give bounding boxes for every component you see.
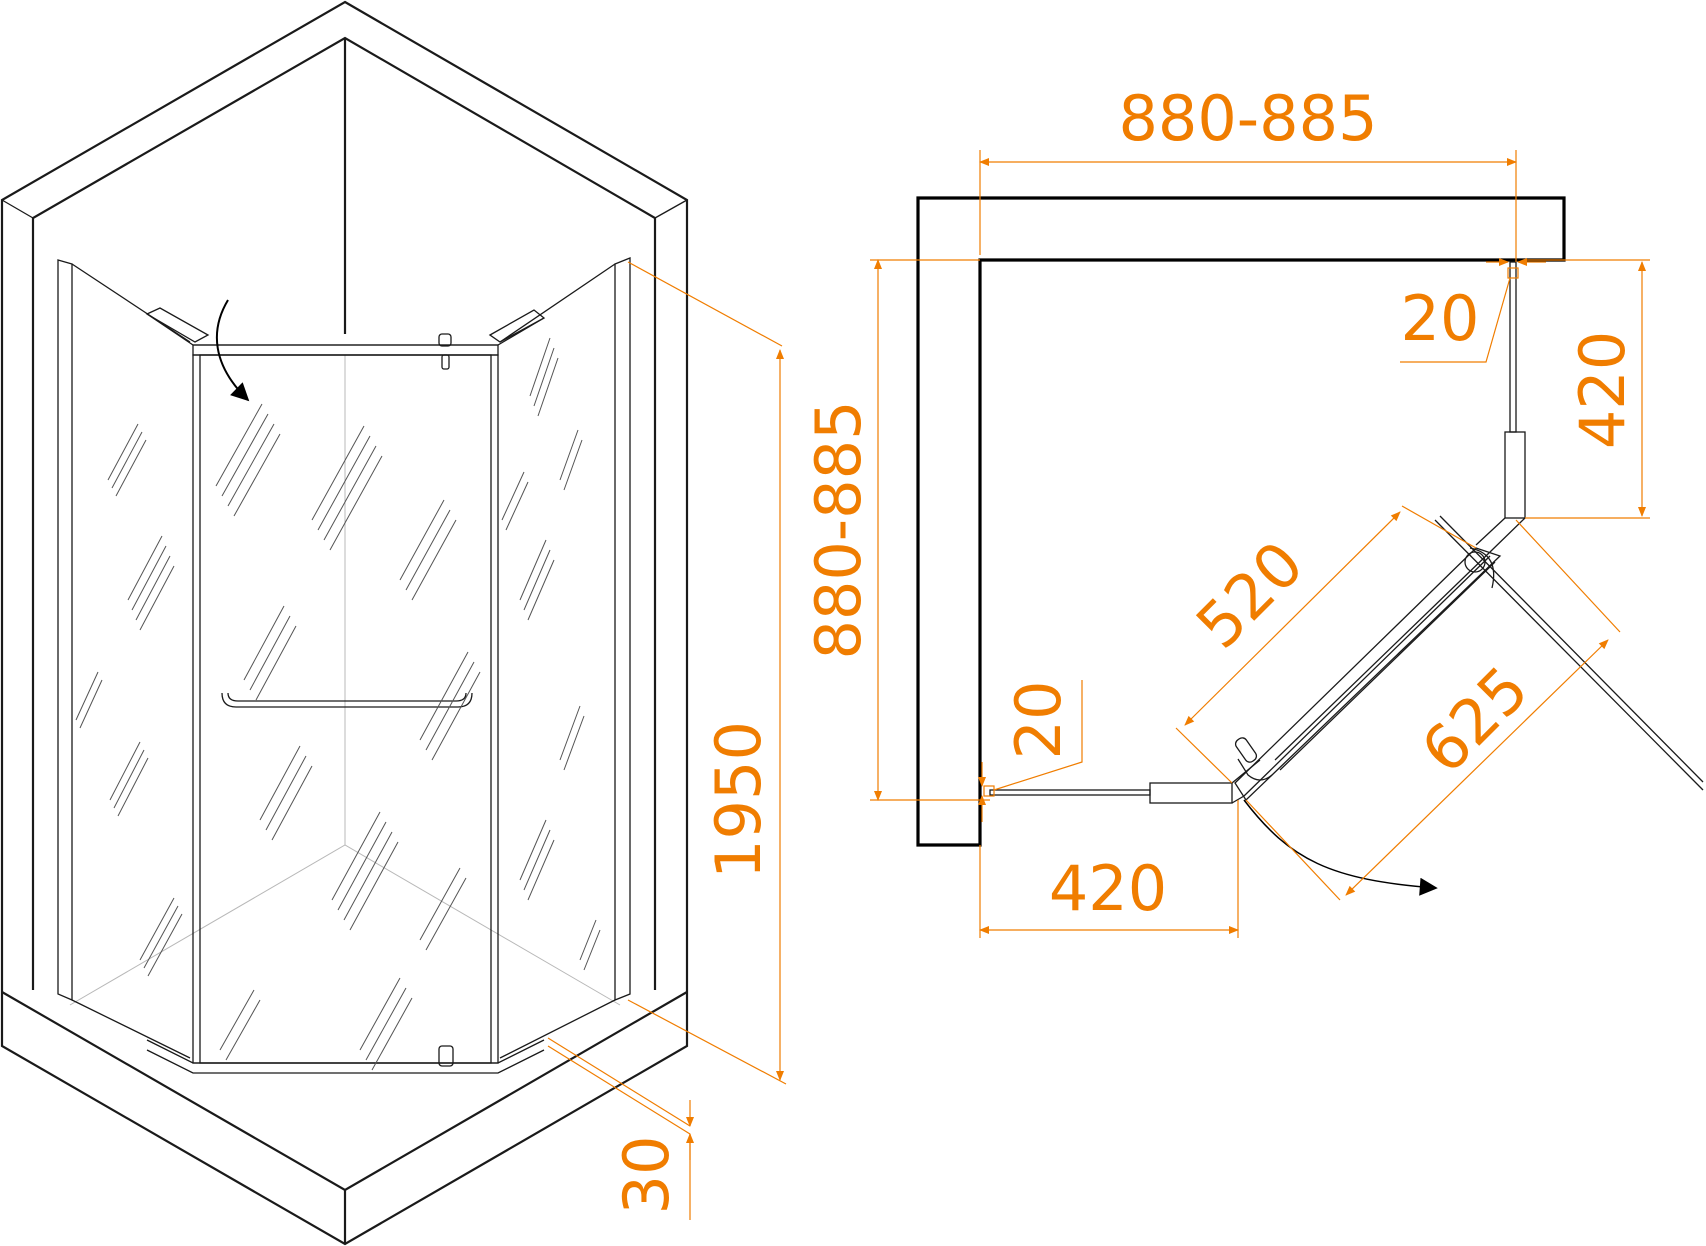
top-width-label: 880-885 <box>1118 82 1377 155</box>
tray-dimension-label: 30 <box>610 1136 683 1215</box>
door-opening-label: 520 <box>1182 527 1317 662</box>
left-gap-label: 20 <box>1002 681 1075 760</box>
elevation-view: 1950 30 <box>0 0 787 1246</box>
height-dimension-label: 1950 <box>702 721 775 879</box>
glass-hatching <box>75 337 601 1071</box>
bottom-offset-label: 420 <box>1049 852 1167 925</box>
plan-view: 880-885 880-885 420 20 420 20 520 <box>802 82 1704 938</box>
right-gap-label: 20 <box>1401 282 1480 355</box>
door-swing-arrow-icon <box>215 299 250 402</box>
open-direction-arrow-icon <box>1243 799 1438 896</box>
side-depth-label: 880-885 <box>802 400 875 659</box>
door-panel-label: 625 <box>1407 652 1542 787</box>
right-offset-label: 420 <box>1566 331 1639 449</box>
